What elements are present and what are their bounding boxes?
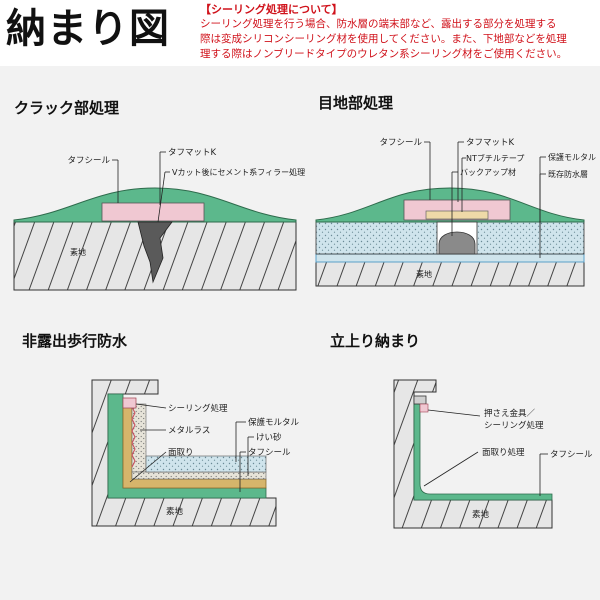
nonexposed-label-substrate: 素地 xyxy=(166,506,184,517)
page-title: 納まり図 xyxy=(6,6,170,52)
section-title-crack: クラック部処理 xyxy=(14,99,120,117)
nonexposed-label-mortar: 保護モルタル xyxy=(248,417,300,428)
sealing-note-line: 際は変成シリコンシーリング材を使用してください。また、下地部などを処理 xyxy=(200,33,567,45)
upturn-label-hardware-1: 押さえ金具／ xyxy=(484,408,536,419)
crack-label-topseal: タフシール xyxy=(67,156,110,166)
upturn-sealing xyxy=(419,403,429,413)
joint-label-tape: NTブチルテープ xyxy=(466,153,524,163)
upturn-label-hardware-2: シーリング処理 xyxy=(484,420,544,431)
nonexposed-metal-lath xyxy=(131,406,136,468)
upturn-topseal-layer xyxy=(413,401,553,501)
nonexposed-label-sealing: シーリング処理 xyxy=(168,403,228,414)
nonexposed-label-chamfer: 面取り xyxy=(168,448,194,458)
joint-substrate xyxy=(315,261,585,287)
sealing-note-heading: 【シーリング処理について】 xyxy=(200,3,343,16)
upturn-label-chamfer: 面取り処理 xyxy=(482,447,525,458)
joint-backup-material xyxy=(438,231,476,255)
sealing-note: 【シーリング処理について】 シーリング処理を行う場合、防水層の端末部など、露出す… xyxy=(200,2,596,62)
joint-label-existing: 既存防水層 xyxy=(548,169,588,179)
section-title-joint: 目地部処理 xyxy=(318,94,394,112)
joint-label-topseal: タフシール xyxy=(379,138,422,148)
crack-mat-layer xyxy=(101,202,205,222)
joint-tape-layer xyxy=(425,210,489,220)
upturn-hardware xyxy=(413,395,427,405)
upturn-label-topseal: タフシール xyxy=(550,450,593,460)
upturn-label-substrate: 素地 xyxy=(472,509,490,520)
section-title-upturn: 立上り納まり xyxy=(330,332,421,350)
header: 納まり図 【シーリング処理について】 シーリング処理を行う場合、防水層の端末部な… xyxy=(0,0,600,64)
crack-diagram: タフシール タフマットK Vカット後にセメント系フィラー処理 素地 xyxy=(13,148,305,291)
crack-label-substrate: 素地 xyxy=(70,247,86,257)
nonexposed-diagram: シーリング処理 メタルラス 保護モルタル けい砂 面取り タフシール 素地 xyxy=(91,379,300,527)
joint-label-backup: バックアップ材 xyxy=(460,167,516,177)
section-title-nonexposed: 非露出歩行防水 xyxy=(22,332,128,350)
crack-label-mat: タフマットK xyxy=(168,148,217,158)
joint-label-mat: タフマットK xyxy=(466,138,515,148)
sealing-note-line: 理する際はノンブリードタイプのウレタン系シーリング材をご使用ください。 xyxy=(200,48,568,60)
joint-label-substrate: 素地 xyxy=(416,269,432,279)
upturn-diagram: 押さえ金具／ シーリング処理 面取り処理 タフシール 素地 xyxy=(393,379,593,529)
nonexposed-floor-sand xyxy=(131,471,267,480)
nonexposed-label-topseal: タフシール xyxy=(248,448,291,458)
sealing-note-line: シーリング処理を行う場合、防水層の端末部など、露出する部分を処理する xyxy=(200,18,557,30)
joint-existing-layer xyxy=(315,253,585,263)
crack-label-filler: Vカット後にセメント系フィラー処理 xyxy=(172,167,305,177)
crack-filler xyxy=(137,221,173,284)
joint-label-mortar: 保護モルタル xyxy=(548,152,596,162)
nonexposed-label-lath: メタルラス xyxy=(168,426,210,436)
nonexposed-label-sand: けい砂 xyxy=(256,432,282,443)
nonexposed-sealing xyxy=(122,397,137,409)
joint-diagram: タフシール タフマットK NTブチルテープ バックアップ材 保護モルタル 既存防… xyxy=(315,138,596,287)
